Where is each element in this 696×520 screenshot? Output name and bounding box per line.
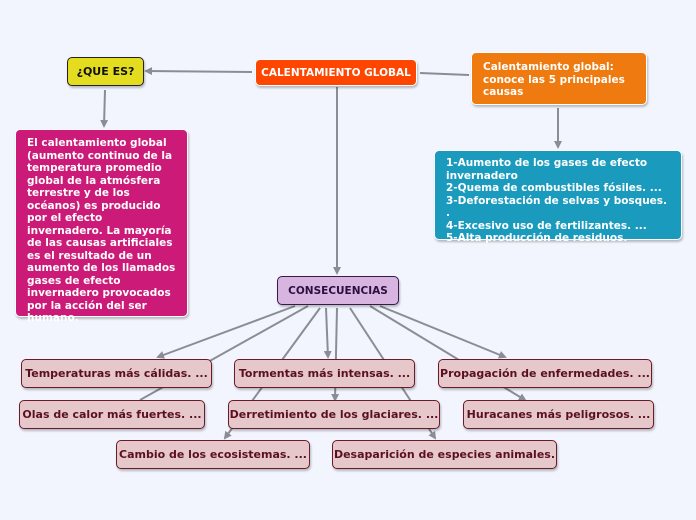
consequence-node[interactable]: Cambio de los ecosistemas. ... (116, 440, 310, 469)
consequence-node[interactable]: Derretimiento de los glaciares. ... (228, 400, 440, 429)
cause-5: 5-Alta producción de residuos. (446, 232, 628, 244)
consequence-label: Temperaturas más cálidas. ... (25, 367, 208, 380)
consequence-node[interactable]: Propagación de enfermedades. ... (438, 359, 652, 388)
consequence-label: Olas de calor más fuertes. ... (22, 408, 202, 421)
consequence-label: Tormentas más intensas. ... (238, 367, 411, 380)
root-label: CALENTAMIENTO GLOBAL (261, 66, 411, 79)
consequence-node[interactable]: Desaparición de especies animales. (332, 440, 557, 469)
root-node[interactable]: CALENTAMIENTO GLOBAL (255, 59, 417, 86)
consequence-label: Desaparición de especies animales. (333, 448, 556, 461)
consequence-node[interactable]: Tormentas más intensas. ... (234, 359, 415, 388)
consequence-label: Derretimiento de los glaciares. ... (229, 408, 439, 421)
consequence-node[interactable]: Temperaturas más cálidas. ... (21, 359, 212, 388)
causes-node[interactable]: 1-Aumento de los gases de efecto inverna… (434, 150, 682, 244)
causes-title-node[interactable]: Calentamiento global: conoce las 5 princ… (471, 52, 647, 105)
consequence-label: Huracanes más peligrosos. ... (466, 408, 651, 421)
que-es-label: ¿QUE ES? (76, 65, 135, 78)
consequences-label: CONSECUENCIAS (288, 284, 388, 297)
consequences-node[interactable]: CONSECUENCIAS (277, 276, 399, 305)
consequence-label: Propagación de enfermedades. ... (440, 367, 650, 380)
cause-4: 4-Excesivo uso de fertilizantes. ... (446, 219, 647, 232)
definition-node[interactable]: El calentamiento global (aumento continu… (15, 129, 188, 324)
cause-1: 1-Aumento de los gases de efecto inverna… (446, 157, 648, 182)
cause-3: 3-Deforestación de selvas y bosques. . (446, 194, 668, 220)
consequence-node[interactable]: Huracanes más peligrosos. ... (463, 400, 654, 429)
causes-title-label: Calentamiento global: conoce las 5 princ… (483, 61, 625, 98)
consequence-label: Cambio de los ecosistemas. ... (119, 448, 307, 461)
cause-2: 2-Quema de combustibles fósiles. ... (446, 182, 662, 194)
consequence-node[interactable]: Olas de calor más fuertes. ... (19, 400, 205, 429)
definition-text: El calentamiento global (aumento continu… (27, 137, 176, 324)
que-es-node[interactable]: ¿QUE ES? (67, 57, 144, 86)
